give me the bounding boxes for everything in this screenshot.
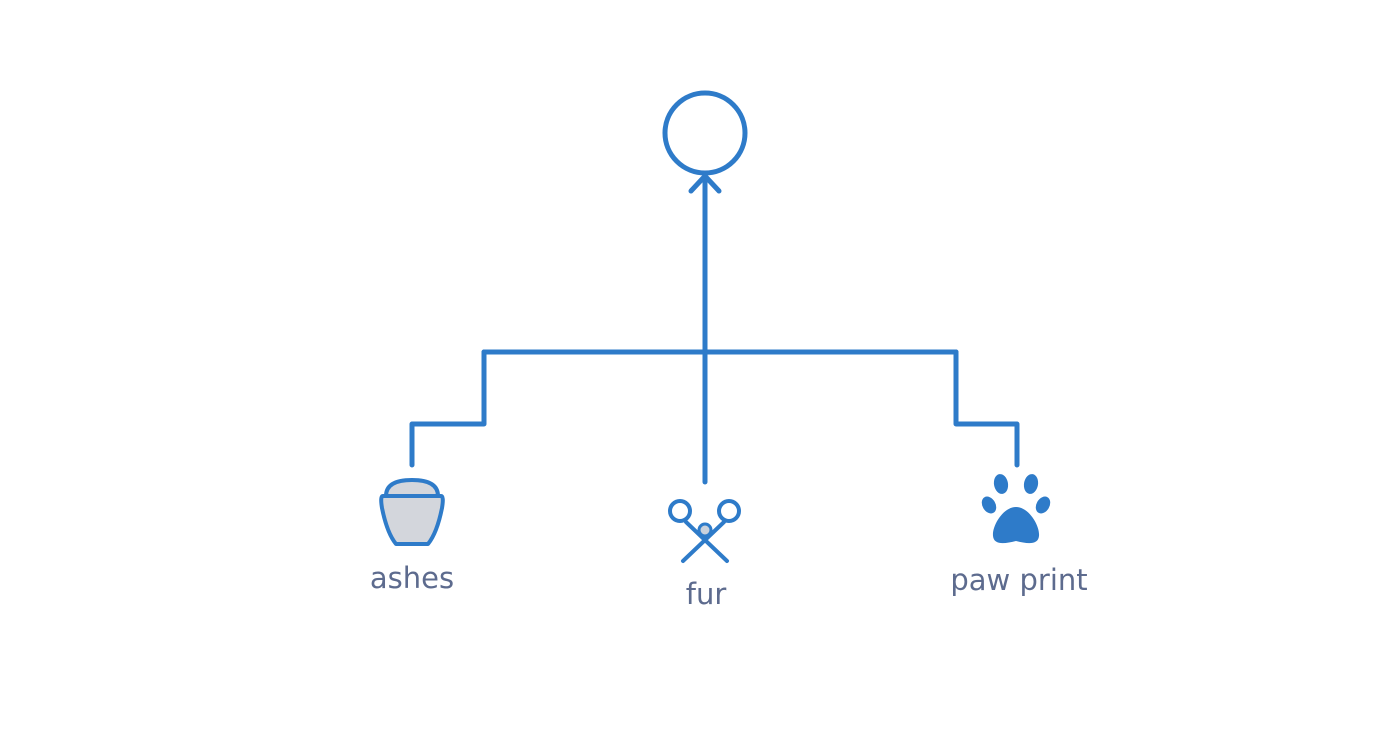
urn-icon — [379, 478, 445, 546]
scissors-icon — [668, 499, 741, 563]
label-ashes: ashes — [369, 561, 455, 595]
label-paw-print: paw print — [950, 563, 1088, 597]
paw-print-icon — [981, 474, 1051, 544]
root-node-circle — [662, 90, 748, 176]
branch-connector-ashes — [409, 349, 487, 468]
label-fur: fur — [685, 577, 727, 611]
branch-connector-paw — [953, 349, 1020, 468]
arrowhead-icon — [688, 173, 722, 194]
